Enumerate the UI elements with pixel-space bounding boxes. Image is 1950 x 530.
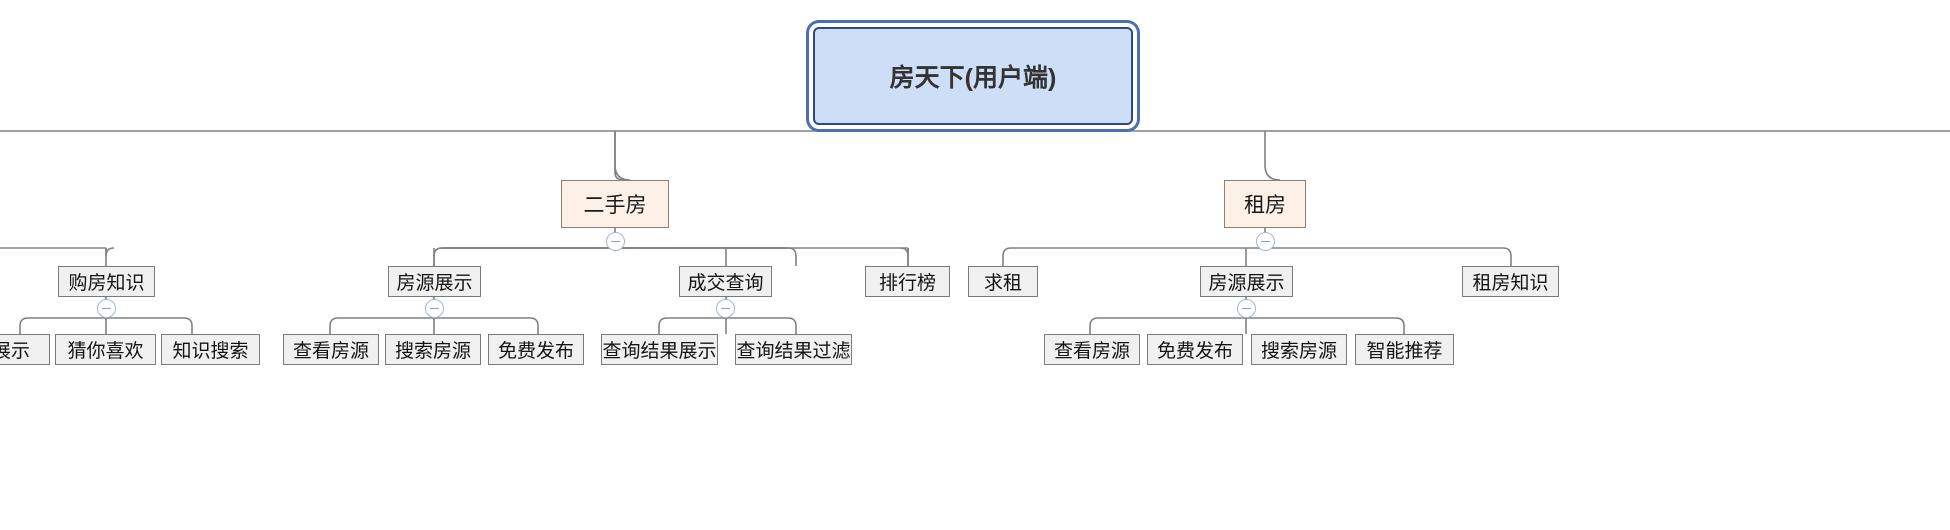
- node-label: 排行榜: [878, 273, 936, 294]
- collapse-toggle-ershoufang[interactable]: [606, 232, 625, 251]
- leaf-label: 查看房源: [292, 341, 369, 362]
- leaf-label: 免费发布: [1156, 341, 1233, 362]
- leaf-label: 查询结果展示: [602, 341, 717, 362]
- node-goufangzhishi[interactable]: 购房知识: [58, 266, 155, 297]
- node-paihangbang[interactable]: 排行榜: [865, 266, 950, 297]
- collapse-toggle-goufangzhishi[interactable]: [97, 299, 116, 318]
- minus-icon: [102, 307, 111, 310]
- minus-icon: [721, 307, 730, 310]
- node-fangyuanzhanshi-ershou[interactable]: 房源展示: [388, 266, 481, 297]
- node-fangyuanzhanshi-zufang[interactable]: 房源展示: [1200, 266, 1293, 297]
- leaf-label: 免费发布: [497, 341, 574, 362]
- node-label: 成交查询: [687, 273, 764, 294]
- node-label: 房源展示: [1208, 273, 1285, 294]
- collapse-toggle-chengjiaochaxun[interactable]: [716, 299, 735, 318]
- leaf-label: 知识搜索: [172, 341, 249, 362]
- category-node-ershoufang[interactable]: 二手房: [561, 180, 669, 228]
- leaf-label: 查询结果过滤: [736, 341, 851, 362]
- leaf-label: 猜你喜欢: [67, 341, 144, 362]
- collapse-toggle-zufang[interactable]: [1256, 232, 1275, 251]
- leaf-zhishisousuo[interactable]: 知识搜索: [161, 334, 260, 365]
- minus-icon: [1242, 307, 1251, 310]
- category-node-label: 二手房: [583, 194, 647, 217]
- minus-icon: [1261, 240, 1270, 243]
- leaf-chaxunjieguoguolv[interactable]: 查询结果过滤: [735, 334, 852, 365]
- category-node-label: 租房: [1244, 194, 1286, 217]
- leaf-label: 查看房源: [1053, 341, 1130, 362]
- node-label: 购房知识: [68, 273, 145, 294]
- node-chengjiaochaxun[interactable]: 成交查询: [679, 266, 772, 297]
- node-zufangzhishi[interactable]: 租房知识: [1462, 266, 1559, 297]
- leaf-chaxunjieguozhanshi[interactable]: 查询结果展示: [601, 334, 718, 365]
- root-node[interactable]: 房天下(用户端): [813, 27, 1133, 125]
- leaf-zhinengtuijian[interactable]: 智能推荐: [1355, 334, 1454, 365]
- leaf-mianfeifabu-zufang[interactable]: 免费发布: [1147, 334, 1243, 365]
- leaf-sousuofangyuan-ershou[interactable]: 搜索房源: [385, 334, 481, 365]
- leaf-chakanfangyuan-ershou[interactable]: 查看房源: [283, 334, 379, 365]
- leaf-mianfeifabu-ershou[interactable]: 免费发布: [488, 334, 584, 365]
- root-node-label: 房天下(用户端): [889, 64, 1057, 92]
- collapse-toggle-fangyuanzhanshi-zufang[interactable]: [1237, 299, 1256, 318]
- leaf-cainixihuan[interactable]: 猜你喜欢: [55, 334, 156, 365]
- leaf-chakanfangyuan-zufang[interactable]: 查看房源: [1044, 334, 1140, 365]
- leaf-label: 展示: [0, 341, 30, 362]
- leaf-label: 智能推荐: [1366, 341, 1443, 362]
- leaf-label: 搜索房源: [394, 341, 471, 362]
- minus-icon: [430, 307, 439, 310]
- minus-icon: [611, 240, 620, 243]
- category-node-zufang[interactable]: 租房: [1224, 180, 1306, 228]
- node-label: 房源展示: [396, 273, 473, 294]
- leaf-zhanshi[interactable]: 展示: [0, 334, 50, 365]
- leaf-label: 搜索房源: [1260, 341, 1337, 362]
- node-label: 求租: [983, 273, 1022, 294]
- node-label: 租房知识: [1472, 273, 1549, 294]
- node-qiuzu[interactable]: 求租: [968, 266, 1038, 297]
- collapse-toggle-fangyuanzhanshi-ershou[interactable]: [425, 299, 444, 318]
- leaf-sousuofangyuan-zufang[interactable]: 搜索房源: [1251, 334, 1347, 365]
